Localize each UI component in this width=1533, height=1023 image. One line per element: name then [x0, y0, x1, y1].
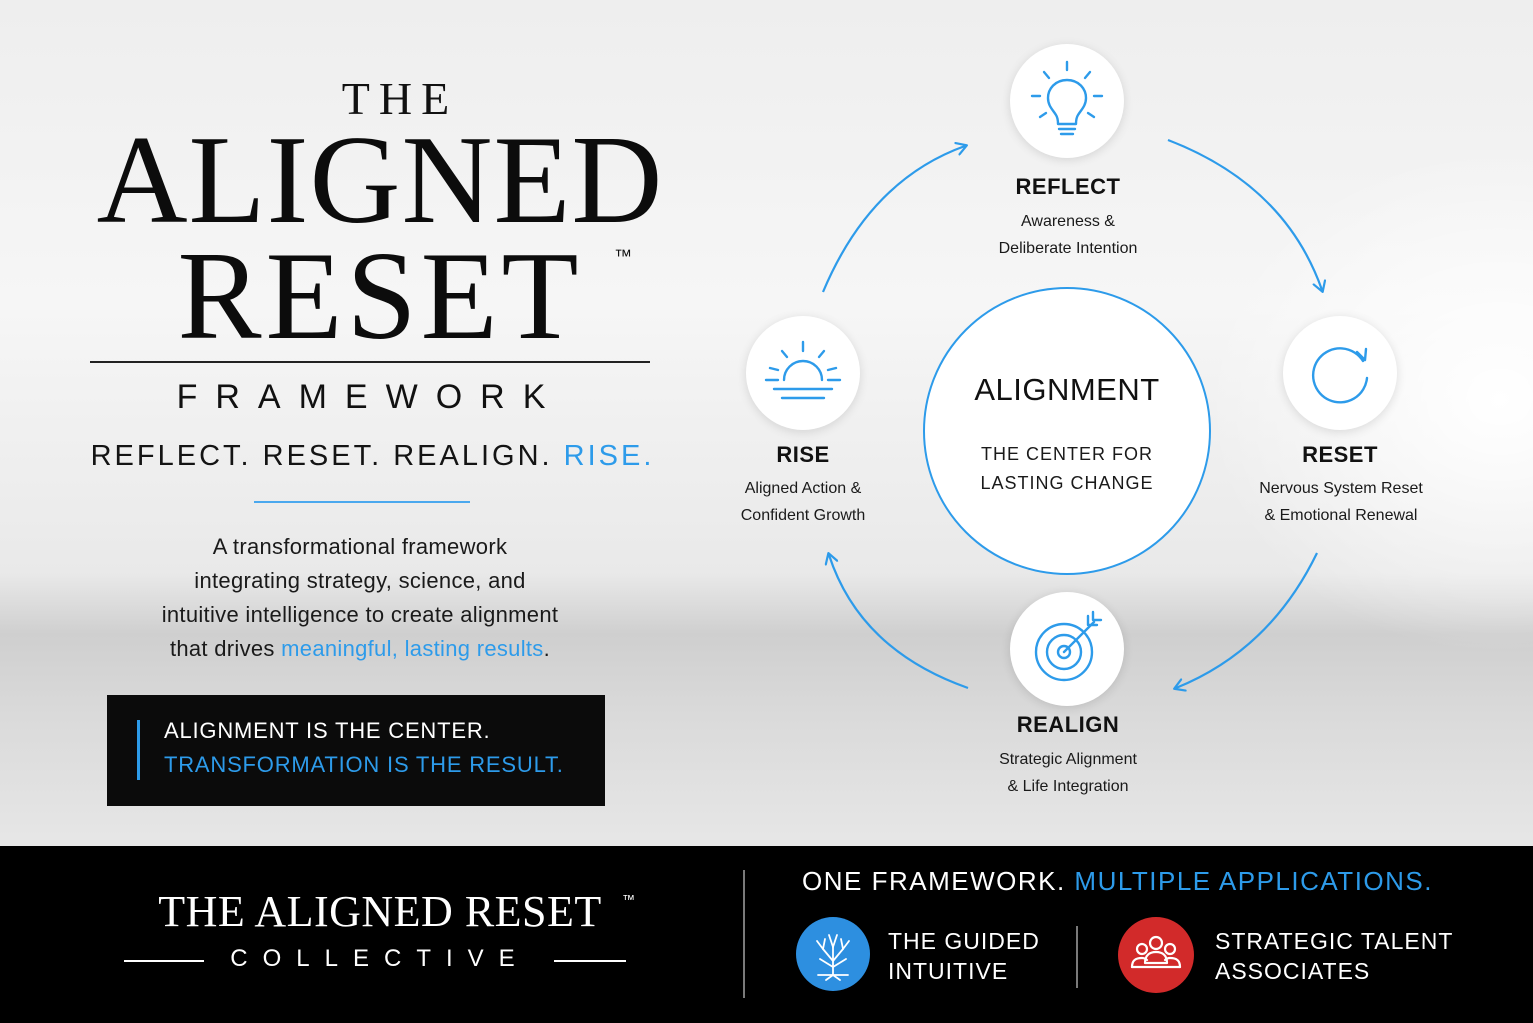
- footer-rule-right: [554, 960, 626, 962]
- description-text: .: [543, 636, 551, 661]
- tagline-accent: RISE.: [563, 440, 655, 472]
- center-circle: [923, 287, 1211, 575]
- callout-line-1: ALIGNMENT IS THE CENTER.: [164, 718, 491, 743]
- rise-subtitle-line: Aligned Action &: [744, 480, 862, 497]
- title-divider: [90, 361, 650, 363]
- reset-node: [1283, 316, 1397, 430]
- guided-intuitive-logo: [796, 917, 870, 991]
- accent-divider: [254, 501, 470, 503]
- realign-title: REALIGN: [1016, 712, 1120, 737]
- arrow-rise-to-reflect: [821, 146, 965, 293]
- brand1-line-2: INTUITIVE: [888, 958, 1009, 984]
- refresh-icon: [1312, 347, 1369, 404]
- title-the: THE: [341, 73, 459, 124]
- callout-box: [107, 695, 605, 806]
- trademark-mark: ™: [614, 246, 632, 266]
- footer-trademark: ™: [622, 892, 635, 907]
- rise-title: RISE: [776, 442, 830, 467]
- cycle-arrows: [821, 138, 1533, 846]
- footer-collective: COLLECTIVE: [230, 945, 530, 972]
- footer-brand-title: THE ALIGNED RESET: [158, 887, 602, 936]
- description-line: that drives meaningful, lasting results.: [100, 632, 620, 666]
- description-line: intuitive intelligence to create alignme…: [161, 602, 559, 627]
- reflect-subtitle-line: Awareness &: [1021, 213, 1115, 230]
- brand2-line-2: ASSOCIATES: [1215, 958, 1371, 984]
- brand1-line-1: THE GUIDED: [888, 928, 1040, 954]
- strategic-talent-logo: [1118, 917, 1194, 993]
- description-text: that drives: [169, 636, 282, 661]
- footer-tagline-accent: MULTIPLE APPLICATIONS.: [1074, 866, 1433, 896]
- footer-tagline: ONE FRAMEWORK. MULTIPLE APPLICATIONS.: [802, 866, 1433, 897]
- arrow-reset-to-realign: [1176, 552, 1318, 688]
- rise-subtitle-line: Confident Growth: [740, 507, 866, 524]
- arrow-reflect-to-reset: [1167, 138, 1322, 290]
- center-subtitle: LASTING CHANGE: [980, 473, 1154, 493]
- reset-subtitle: Nervous System Reset & Emotional Renewal: [1222, 475, 1460, 529]
- lightbulb-icon: [1030, 60, 1104, 136]
- callout-accent-bar: [137, 720, 140, 780]
- reflect-node: [1010, 44, 1124, 158]
- people-group-icon: [1130, 935, 1182, 969]
- arrow-realign-to-rise: [829, 555, 969, 690]
- title-aligned: ALIGNED: [96, 111, 664, 250]
- title-framework: FRAMEWORK: [176, 378, 564, 416]
- footer-rule-left: [124, 960, 204, 962]
- realign-subtitle-line: Strategic Alignment: [999, 751, 1137, 768]
- description: A transformational framework integrating…: [100, 530, 620, 666]
- tagline: REFLECT. RESET. REALIGN. RISE.: [0, 440, 745, 473]
- brand-divider: [1076, 926, 1078, 988]
- title-reset: RESET: [177, 227, 583, 366]
- realign-node: [1010, 592, 1124, 706]
- target-icon: [1034, 610, 1103, 682]
- tree-icon: [816, 934, 850, 981]
- tagline-main: REFLECT. RESET. REALIGN.: [90, 440, 564, 472]
- realign-subtitle-line: & Life Integration: [1007, 778, 1129, 795]
- sunrise-icon: [764, 340, 842, 400]
- reset-subtitle-line: Nervous System Reset: [1259, 480, 1423, 497]
- reset-title: RESET: [1302, 442, 1378, 467]
- reset-subtitle-line: & Emotional Renewal: [1264, 507, 1418, 524]
- center-title: ALIGNMENT: [974, 372, 1160, 407]
- rise-node: [746, 316, 860, 430]
- reflect-subtitle-line: Deliberate Intention: [998, 240, 1138, 257]
- realign-subtitle: Strategic Alignment & Life Integration: [948, 746, 1188, 800]
- footer-divider: [743, 870, 745, 998]
- description-accent: meaningful, lasting results: [281, 636, 544, 661]
- center-subtitle: THE CENTER FOR: [980, 444, 1153, 464]
- reflect-subtitle: Awareness & Deliberate Intention: [948, 208, 1188, 262]
- callout-line-2: TRANSFORMATION IS THE RESULT.: [164, 752, 564, 777]
- description-line: integrating strategy, science, and: [194, 568, 526, 593]
- footer-tagline-main: ONE FRAMEWORK.: [802, 866, 1075, 896]
- description-line: A transformational framework: [212, 534, 508, 559]
- brand2-line-1: STRATEGIC TALENT: [1215, 928, 1454, 954]
- footer: [0, 846, 1533, 1023]
- reflect-title: REFLECT: [1015, 174, 1121, 199]
- rise-subtitle: Aligned Action & Confident Growth: [693, 475, 913, 529]
